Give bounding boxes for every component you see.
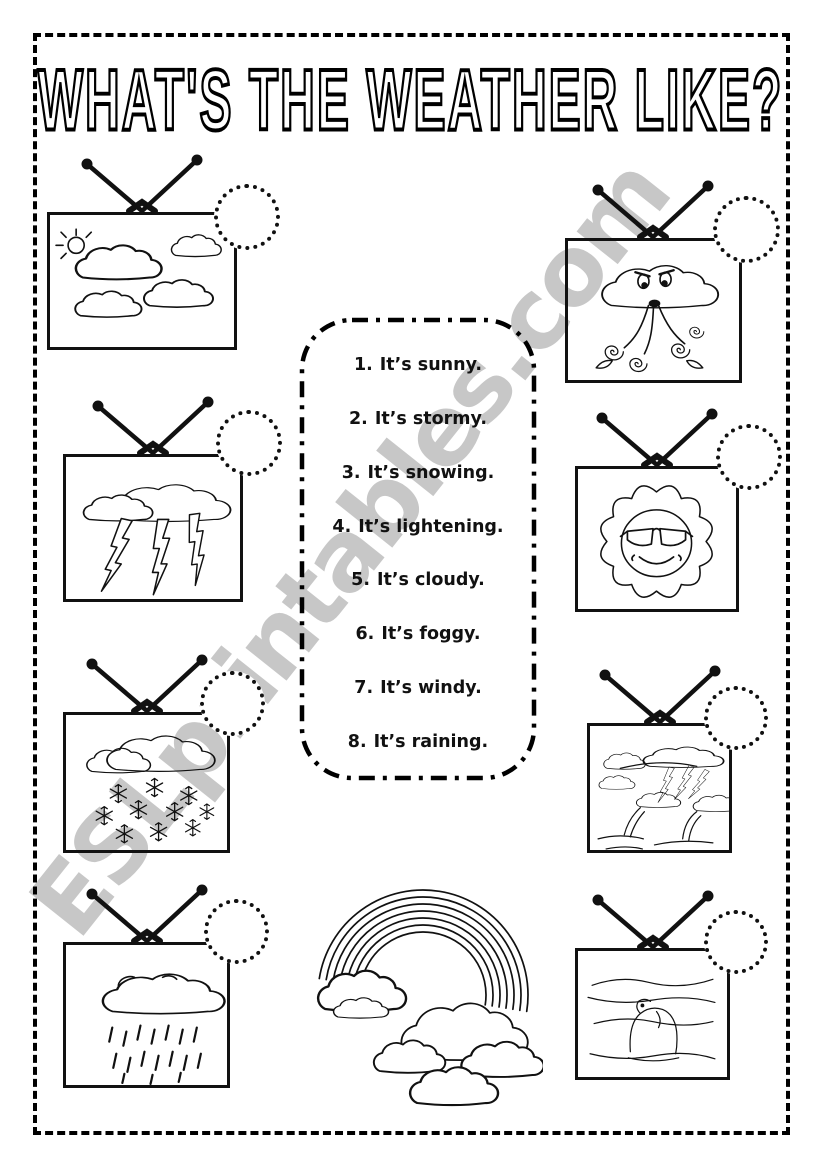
list-item: 6. It’s foggy. bbox=[312, 621, 524, 647]
item-number: 2. bbox=[349, 408, 368, 429]
tv-antenna-icon bbox=[592, 180, 714, 240]
tv-antenna-icon bbox=[86, 884, 208, 944]
item-text: It’s windy. bbox=[380, 678, 482, 699]
tv-antenna-icon bbox=[81, 154, 203, 214]
cloudy-scene-icon bbox=[55, 228, 222, 318]
tv-antenna-icon bbox=[92, 396, 214, 456]
windy-scene-icon bbox=[595, 264, 720, 373]
snowing-scene-icon bbox=[86, 735, 216, 844]
list-item: 7. It’s windy. bbox=[312, 675, 524, 701]
item-number: 3. bbox=[341, 462, 361, 483]
item-number: 8. bbox=[347, 731, 367, 752]
tv-frame-lightening bbox=[63, 454, 243, 602]
item-text: It’s cloudy. bbox=[376, 570, 485, 591]
tv-frame-stormy bbox=[587, 723, 732, 853]
item-text: It’s raining. bbox=[373, 731, 489, 752]
item-number: 6. bbox=[355, 624, 375, 645]
item-number: 4. bbox=[332, 516, 352, 537]
item-text: It’s foggy. bbox=[381, 624, 481, 645]
list-item: 1. It’s sunny. bbox=[312, 352, 524, 378]
item-number: 5. bbox=[351, 570, 370, 591]
lightening-scene-icon bbox=[82, 484, 232, 596]
list-item: 3. It’s snowing. bbox=[312, 460, 524, 486]
rainbow-icon bbox=[316, 889, 543, 1107]
answer-circle[interactable] bbox=[200, 671, 265, 736]
list-item: 8. It’s raining. bbox=[312, 729, 524, 755]
tv-frame-sunny bbox=[575, 466, 739, 612]
item-text: It’s lightening. bbox=[358, 516, 504, 537]
tv-frame-cloudy bbox=[47, 212, 237, 350]
item-number: 7. bbox=[354, 678, 374, 699]
tv-frame-foggy bbox=[575, 948, 730, 1080]
tv-frame-snowing bbox=[63, 712, 230, 853]
answer-circle[interactable] bbox=[713, 196, 780, 263]
sunny-scene-icon bbox=[600, 485, 713, 598]
answer-circle[interactable] bbox=[214, 184, 280, 250]
item-text: It’s snowing. bbox=[367, 462, 495, 483]
list-item: 5. It’s cloudy. bbox=[312, 567, 524, 593]
tv-antenna-icon bbox=[592, 890, 714, 950]
answer-circle[interactable] bbox=[704, 910, 768, 974]
foggy-scene-icon bbox=[587, 978, 716, 1062]
answer-circle[interactable] bbox=[716, 424, 782, 490]
answer-circle[interactable] bbox=[204, 899, 269, 964]
raining-scene-icon bbox=[101, 973, 226, 1085]
tv-frame-windy bbox=[565, 238, 742, 383]
item-text: It’s sunny. bbox=[379, 355, 483, 375]
answer-circle[interactable] bbox=[216, 410, 282, 476]
answer-circle[interactable] bbox=[704, 686, 768, 750]
worksheet-title: WHAT'S THE WEATHER LIKE? bbox=[37, 52, 784, 151]
stormy-scene-icon bbox=[597, 746, 729, 850]
tv-antenna-icon bbox=[596, 408, 718, 468]
tv-antenna-icon bbox=[86, 654, 208, 714]
answer-list: 1. It’s sunny. 2. It’s stormy. 3. It’s snowin… bbox=[312, 352, 524, 755]
item-number: 1. bbox=[353, 355, 373, 375]
list-item: 4. It’s lightening. bbox=[312, 514, 524, 540]
list-item: 2. It’s stormy. bbox=[312, 406, 524, 432]
item-text: It’s stormy. bbox=[374, 408, 487, 429]
tv-frame-raining bbox=[63, 942, 230, 1088]
tv-antenna-icon bbox=[599, 665, 721, 725]
